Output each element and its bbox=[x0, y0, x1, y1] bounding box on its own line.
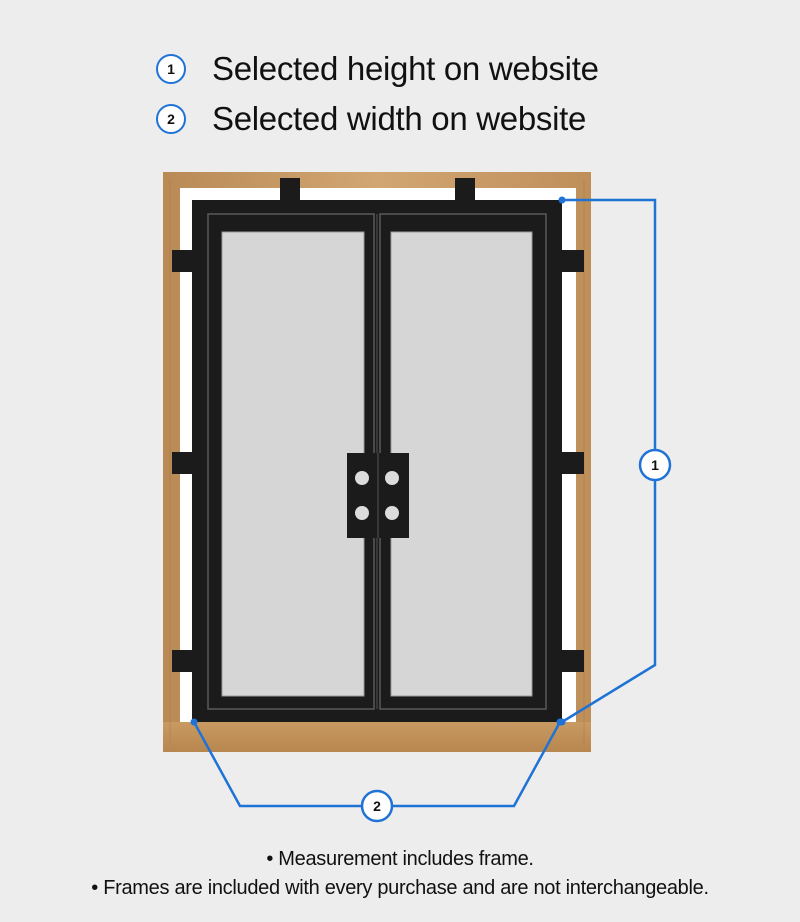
number-badge: 2 bbox=[156, 104, 186, 134]
number-badge: 1 bbox=[156, 54, 186, 84]
footnote-frames: • Frames are included with every purchas… bbox=[91, 877, 709, 899]
width-marker-label: 2 bbox=[373, 798, 381, 814]
anchor-tabs bbox=[172, 178, 584, 672]
legend-label: Selected height on website bbox=[212, 50, 599, 87]
legend-item-height: 1 Selected height on website bbox=[156, 44, 599, 94]
width-marker: 2 bbox=[360, 789, 394, 823]
height-marker-label: 1 bbox=[651, 457, 659, 473]
right-glass-panel bbox=[390, 231, 533, 697]
footnote-measurement: • Measurement includes frame. bbox=[266, 848, 534, 870]
legend-label: Selected width on website bbox=[212, 100, 587, 137]
left-glass-panel bbox=[221, 231, 365, 697]
footnotes: • Measurement includes frame. • Frames a… bbox=[0, 845, 800, 903]
legend: 1 Selected height on website 2 Selected … bbox=[156, 44, 599, 144]
height-marker: 1 bbox=[638, 448, 672, 482]
handle-plate bbox=[347, 453, 409, 538]
legend-item-width: 2 Selected width on website bbox=[156, 94, 599, 144]
